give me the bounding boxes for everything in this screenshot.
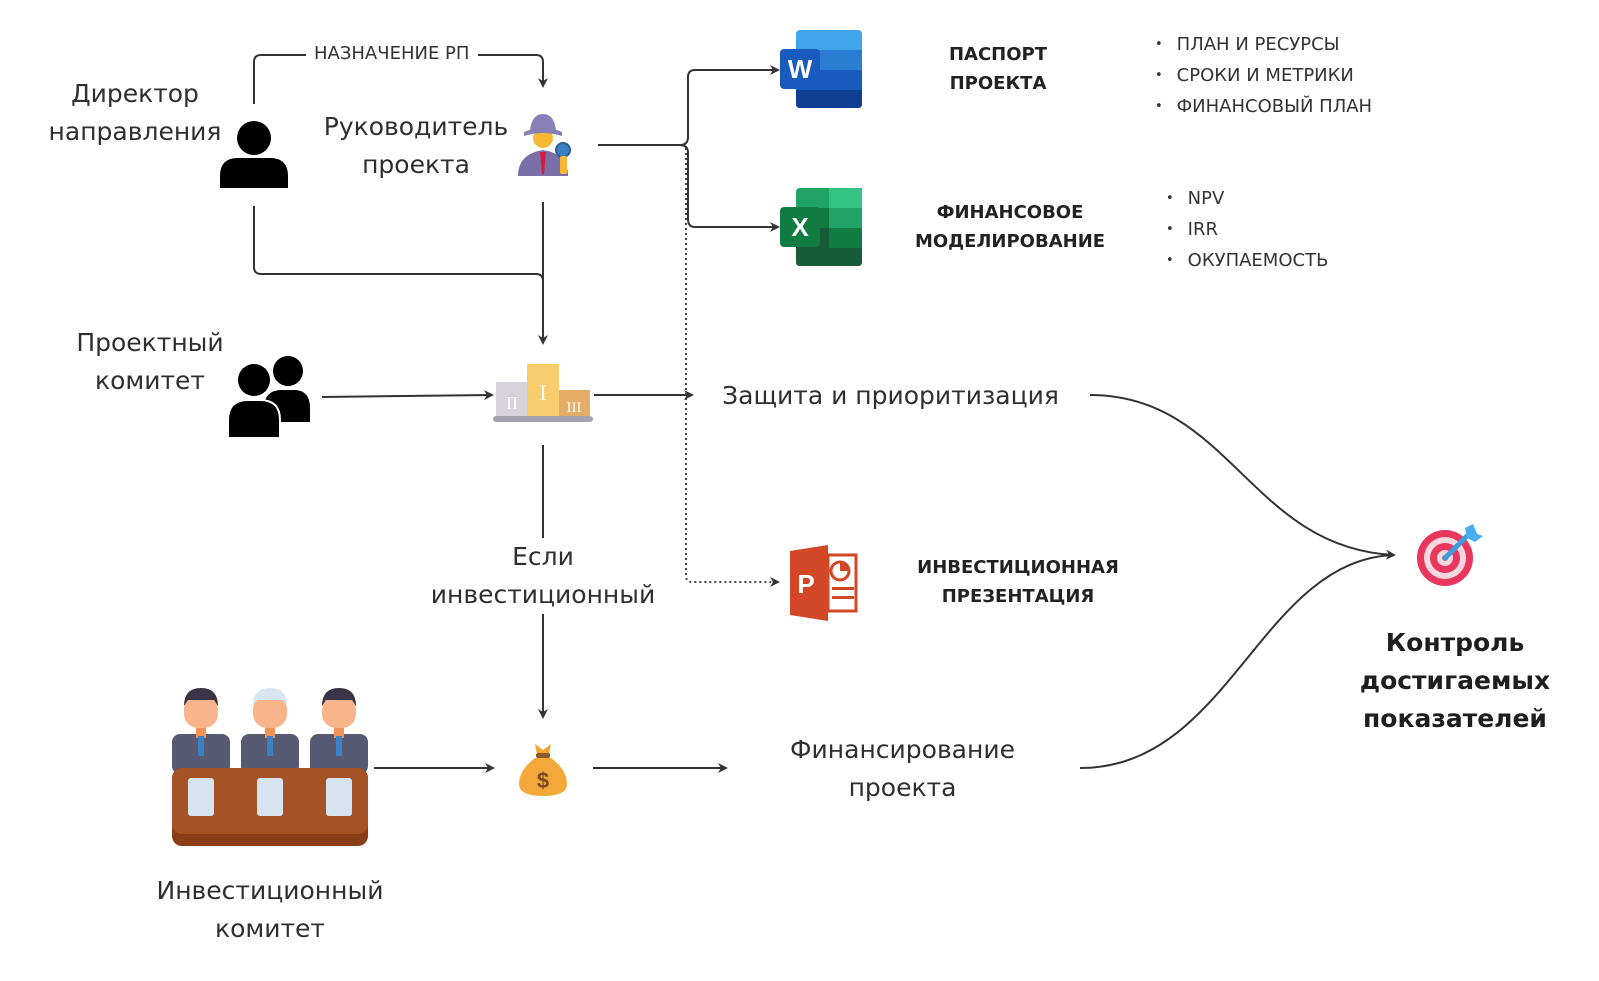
board-meeting-icon xyxy=(172,688,368,846)
condition-label: Если инвестиционный xyxy=(420,538,666,614)
board-member xyxy=(172,688,230,774)
bullet-item: ОКУПАЕМОСТЬ xyxy=(1166,246,1329,277)
edge-pm-presentation xyxy=(685,148,780,587)
control-label: Контроль достигаемых показателей xyxy=(1359,628,1551,733)
board-member xyxy=(241,688,299,774)
doc-title-passport: ПАСПОРТ ПРОЕКТА xyxy=(948,44,1048,94)
edge-director-podium xyxy=(253,206,544,282)
powerpoint-icon: P xyxy=(790,545,858,621)
edge-pm-docs xyxy=(598,65,780,146)
svg-text:II: II xyxy=(506,393,518,413)
powerpoint-letter: P xyxy=(797,569,814,599)
detective-icon xyxy=(518,114,571,176)
excel-icon: X xyxy=(780,188,862,266)
podium-icon: II I III xyxy=(493,364,593,422)
bullet-item: IRR xyxy=(1166,215,1328,246)
finmodel-bullets: NPV IRR ОКУПАЕМОСТЬ xyxy=(1166,184,1329,277)
defense-prioritization-label: Защита и приоритизация xyxy=(722,381,1059,410)
edge-defense-control xyxy=(1089,394,1396,560)
edge-committee-podium xyxy=(321,390,494,401)
board-member xyxy=(310,688,368,774)
pm-label: Руководитель проекта xyxy=(323,112,509,179)
bullet-item: ФИНАНСОВЫЙ ПЛАН xyxy=(1155,92,1372,123)
edge-assign-pm-tail xyxy=(478,54,548,88)
bullet-item: ПЛАН И РЕСУРСЫ xyxy=(1155,30,1372,61)
funding-label: Финансирование проекта xyxy=(790,735,1015,802)
edge-pm-excel xyxy=(679,144,780,232)
passport-bullets: ПЛАН И РЕСУРСЫ СРОКИ И МЕТРИКИ ФИНАНСОВЫ… xyxy=(1155,30,1372,123)
excel-letter: X xyxy=(791,212,809,242)
word-icon: W xyxy=(780,30,862,108)
target-icon xyxy=(1417,524,1483,586)
person-icon xyxy=(220,121,288,188)
money-bag-icon: $ xyxy=(519,744,567,796)
doc-title-finmodel: ФИНАНСОВОЕ МОДЕЛИРОВАНИЕ xyxy=(914,202,1106,252)
svg-text:$: $ xyxy=(537,768,549,793)
edge-funding-control xyxy=(1079,554,1395,769)
word-letter: W xyxy=(788,54,813,84)
bullet-item: СРОКИ И МЕТРИКИ xyxy=(1155,61,1372,92)
svg-text:III: III xyxy=(567,400,582,416)
invest-committee-label: Инвестиционный комитет xyxy=(156,876,384,943)
svg-text:I: I xyxy=(539,380,546,405)
assign-pm-label: НАЗНАЧЕНИЕ РП xyxy=(310,43,474,64)
edge-assign-pm xyxy=(253,54,306,104)
bullet-item: NPV xyxy=(1166,184,1328,215)
director-label: Директор направления xyxy=(48,79,222,146)
group-icon xyxy=(228,356,310,438)
doc-title-presentation: ИНВЕСТИЦИОННАЯ ПРЕЗЕНТАЦИЯ xyxy=(917,557,1119,607)
committee-label: Проектный комитет xyxy=(76,328,224,395)
